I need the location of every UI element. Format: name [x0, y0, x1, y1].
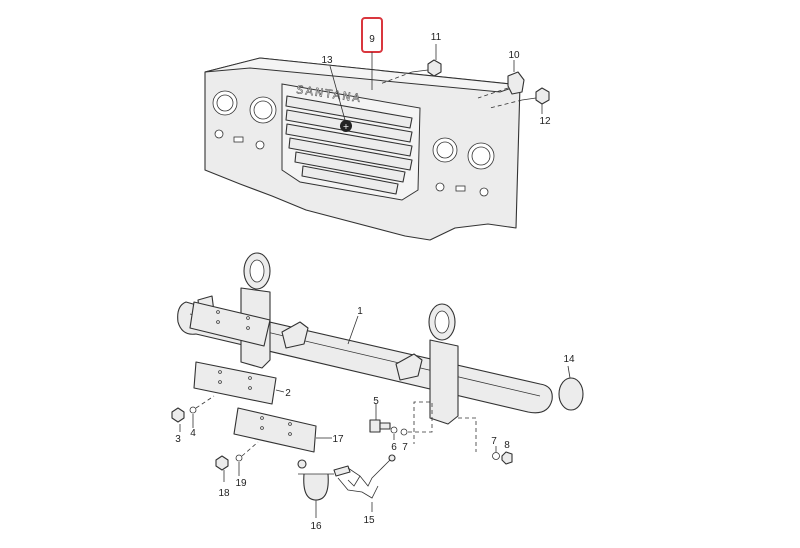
- callout-13[interactable]: 13: [321, 55, 333, 66]
- nut-7-8[interactable]: [492, 446, 513, 465]
- callout-8[interactable]: 8: [504, 440, 510, 451]
- callout-11[interactable]: 11: [431, 32, 442, 43]
- plate-17[interactable]: [233, 407, 332, 453]
- bolt-5[interactable]: [369, 404, 408, 440]
- callout-3[interactable]: 3: [175, 434, 181, 445]
- callout-18[interactable]: 18: [218, 488, 230, 499]
- callout-17[interactable]: 17: [332, 434, 344, 445]
- callout-14[interactable]: 14: [563, 354, 575, 365]
- callout-12[interactable]: 12: [539, 116, 551, 127]
- grille-panel[interactable]: + SANTANA: [204, 57, 521, 241]
- callout-7-center[interactable]: 7: [402, 442, 408, 453]
- svg-text:+: +: [343, 122, 350, 131]
- callout-9[interactable]: 9: [369, 34, 375, 45]
- callout-2[interactable]: 2: [285, 388, 291, 399]
- plug-14[interactable]: [558, 365, 584, 411]
- callout-16[interactable]: 16: [310, 521, 322, 532]
- callout-7-right[interactable]: 7: [491, 436, 497, 447]
- bolt-18[interactable]: [215, 454, 243, 482]
- callout-10[interactable]: 10: [508, 50, 520, 61]
- plate-top[interactable]: [189, 301, 271, 347]
- screw-12[interactable]: [521, 87, 550, 114]
- callout-6[interactable]: 6: [391, 442, 397, 453]
- callout-1[interactable]: 1: [357, 306, 363, 317]
- callout-4[interactable]: 4: [190, 428, 196, 439]
- clip-10[interactable]: [507, 60, 525, 95]
- chain-15[interactable]: [333, 454, 396, 512]
- fastener-11[interactable]: [411, 44, 442, 77]
- bumper-bar[interactable]: [177, 252, 553, 452]
- shackle-16[interactable]: [297, 459, 334, 518]
- callout-15[interactable]: 15: [363, 515, 375, 526]
- bolt-3[interactable]: [171, 406, 197, 432]
- badge-icon: [340, 120, 352, 132]
- callout-5[interactable]: 5: [373, 396, 379, 407]
- plate-2[interactable]: [193, 361, 285, 405]
- callout-19[interactable]: 19: [235, 478, 247, 489]
